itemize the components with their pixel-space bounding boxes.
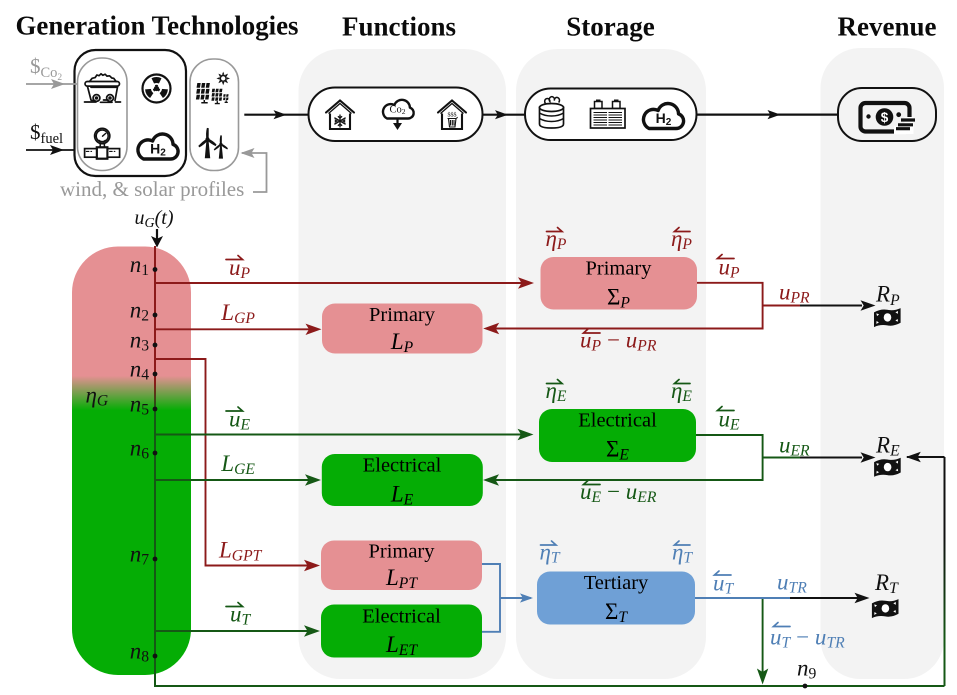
svg-text:Co2: Co2 bbox=[389, 105, 405, 117]
svg-text:wind, & solar profiles: wind, & solar profiles bbox=[60, 177, 244, 201]
svg-text:n9: n9 bbox=[797, 656, 817, 683]
svg-text:Generation Technologies: Generation Technologies bbox=[16, 11, 299, 41]
svg-text:LGP: LGP bbox=[220, 300, 255, 327]
svg-text:uPR: uPR bbox=[779, 279, 810, 306]
svg-text:Electrical: Electrical bbox=[363, 455, 442, 477]
svg-text:ΣP: ΣP bbox=[607, 284, 630, 311]
svg-text:Storage: Storage bbox=[566, 12, 654, 42]
svg-text:Primary: Primary bbox=[368, 541, 435, 563]
svg-text:uTR: uTR bbox=[777, 570, 807, 597]
svg-text:uE − uER: uE − uER bbox=[580, 479, 657, 506]
svg-text:Functions: Functions bbox=[342, 12, 456, 42]
svg-text:ΣT: ΣT bbox=[605, 599, 628, 626]
svg-text:Tertiary: Tertiary bbox=[584, 572, 649, 594]
svg-text:Primary: Primary bbox=[369, 304, 436, 326]
svg-text:uG(t): uG(t) bbox=[135, 207, 174, 231]
svg-text:Electrical: Electrical bbox=[578, 410, 657, 432]
svg-text:$: $ bbox=[881, 110, 889, 125]
svg-text:uER: uER bbox=[779, 433, 810, 460]
svg-text:$fuel: $fuel bbox=[30, 120, 63, 147]
svg-text:LGPT: LGPT bbox=[218, 538, 263, 565]
svg-text:Revenue: Revenue bbox=[838, 12, 937, 42]
svg-text:Primary: Primary bbox=[585, 258, 652, 280]
svg-text:$$$: $$$ bbox=[448, 112, 457, 119]
svg-text:Electrical: Electrical bbox=[362, 606, 441, 628]
svg-text:ΣE: ΣE bbox=[606, 437, 629, 464]
svg-text:$Co2: $Co2 bbox=[30, 54, 62, 83]
svg-text:LGE: LGE bbox=[220, 451, 255, 478]
